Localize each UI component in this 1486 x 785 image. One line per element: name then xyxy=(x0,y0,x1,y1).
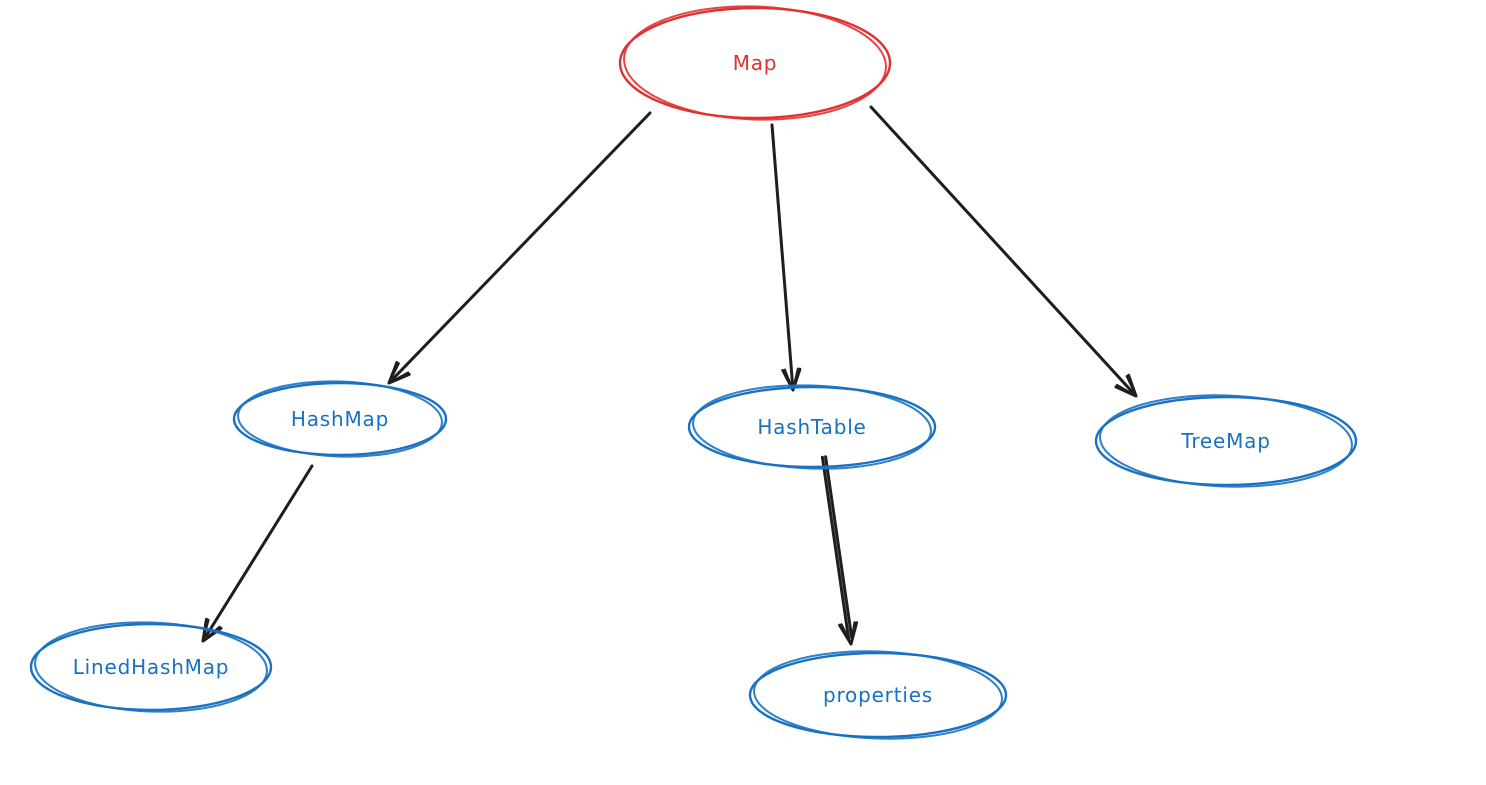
node-ellipse-sketch xyxy=(1099,394,1353,488)
node-ellipse xyxy=(618,6,892,120)
node-map[interactable]: Map xyxy=(618,2,892,124)
node-ellipse-sketch xyxy=(692,384,932,470)
edge-hashtable-to-properties[interactable] xyxy=(820,455,859,646)
node-ellipse-sketch xyxy=(753,650,1003,740)
node-ellipse xyxy=(232,381,448,457)
node-label-linedhashmap: LinedHashMap xyxy=(73,655,230,679)
node-ellipse-sketch xyxy=(237,380,443,458)
node-ellipse xyxy=(29,622,273,712)
node-label-hashmap: HashMap xyxy=(291,407,389,431)
arrowhead-icon xyxy=(1116,375,1137,397)
node-label-properties: properties xyxy=(823,683,933,707)
node-ellipse xyxy=(687,385,937,469)
arrow-shaft xyxy=(869,105,1134,394)
node-linedhashmap[interactable]: LinedHashMap xyxy=(29,618,273,715)
arrowhead-icon xyxy=(840,621,856,645)
arrow-shaft xyxy=(770,123,795,386)
node-properties[interactable]: properties xyxy=(748,647,1008,743)
arrowhead-icon xyxy=(388,362,410,384)
edge-map-to-treemap[interactable] xyxy=(869,105,1138,398)
node-ellipse xyxy=(748,651,1008,739)
node-ellipse-sketch xyxy=(34,621,268,713)
edge-hashmap-to-linedhashmap[interactable] xyxy=(201,464,314,643)
node-hashmap[interactable]: HashMap xyxy=(232,378,448,460)
arrowhead-icon xyxy=(202,618,221,642)
node-label-map: Map xyxy=(733,51,778,75)
edge-map-to-hashtable[interactable] xyxy=(770,123,802,392)
node-hashtable[interactable]: HashTable xyxy=(687,381,937,472)
arrow-shaft xyxy=(204,464,314,638)
node-ellipse xyxy=(1094,395,1358,487)
node-label-treemap: TreeMap xyxy=(1180,429,1270,453)
arrow-shaft xyxy=(824,455,854,640)
arrow-shaft xyxy=(820,455,851,640)
edge-map-to-hashmap[interactable] xyxy=(387,111,652,385)
node-ellipse-sketch xyxy=(623,5,887,121)
arrow-shaft xyxy=(391,111,652,381)
node-label-hashtable: HashTable xyxy=(757,415,866,439)
node-treemap[interactable]: TreeMap xyxy=(1094,391,1358,491)
